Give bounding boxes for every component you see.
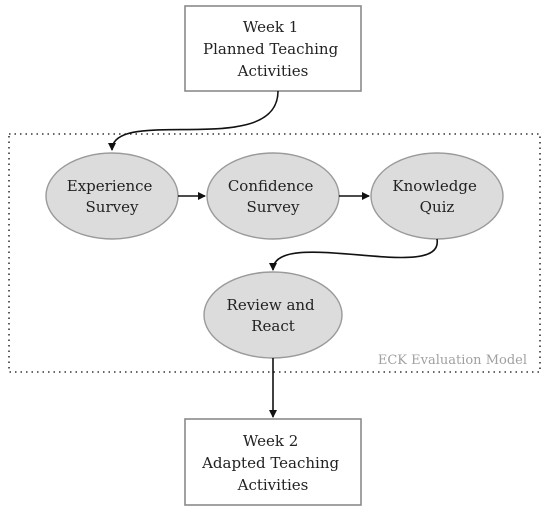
review-line-1: Review and: [227, 296, 316, 314]
svg-text:Review and React: Review and React: [227, 296, 320, 335]
week2-node: Week 2 Adapted Teaching Activities: [184, 418, 362, 506]
week1-line-1: Week 1: [243, 18, 298, 36]
week1-line-3: Activities: [237, 62, 309, 80]
review-line-2: React: [251, 317, 295, 335]
svg-text:Confidence Survey: Confidence Survey: [228, 177, 318, 216]
experience-survey-node: Experience Survey: [45, 152, 179, 240]
model-label: ECK Evaluation Model: [378, 353, 527, 368]
week2-line-3: Activities: [237, 476, 309, 494]
week2-line-2: Adapted Teaching: [201, 454, 339, 472]
review-react-node: Review and React: [203, 271, 343, 359]
week1-node: Week 1 Planned Teaching Activities: [184, 5, 362, 92]
experience-line-1: Experience: [67, 177, 153, 195]
knowledge-quiz-node: Knowledge Quiz: [370, 152, 504, 240]
arrow-week1-to-experience: [108, 90, 279, 151]
svg-text:Week 1 Planned Teaching: Week 1 Planned Teaching Activities: [203, 18, 343, 80]
confidence-line-1: Confidence: [228, 177, 314, 195]
experience-line-2: Survey: [86, 198, 139, 216]
week1-line-2: Planned Teaching: [203, 40, 339, 58]
svg-text:Knowledge Quiz: Knowledge Quiz: [392, 177, 481, 216]
knowledge-line-1: Knowledge: [392, 177, 477, 195]
svg-text:Week 2 Adapted Teaching: Week 2 Adapted Teaching Activities: [201, 432, 344, 494]
evaluation-model-frame: [8, 133, 541, 373]
knowledge-line-2: Quiz: [420, 198, 455, 216]
arrow-knowledge-to-review: [269, 238, 438, 271]
week2-line-1: Week 2: [243, 432, 298, 450]
confidence-survey-node: Confidence Survey: [206, 152, 340, 240]
confidence-line-2: Survey: [247, 198, 300, 216]
svg-text:Experience Survey: Experience Survey: [67, 177, 157, 216]
